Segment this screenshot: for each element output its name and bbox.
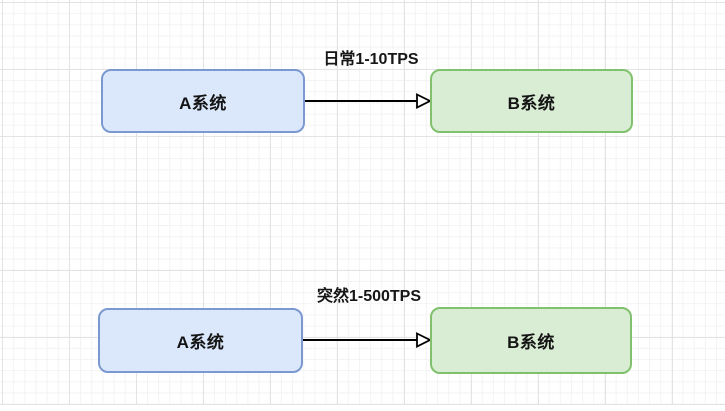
arrowhead-icon (416, 93, 433, 109)
edge-label-daily-traffic: 日常1-10TPS (323, 51, 419, 68)
edge-label-burst-traffic: 突然1-500TPS (316, 288, 422, 305)
canvas-bottom-margin (0, 405, 725, 411)
node-system-b-top[interactable]: B系统 (430, 69, 633, 133)
node-system-a-top[interactable]: A系统 (101, 69, 305, 133)
node-label: B系统 (507, 93, 556, 113)
edge-daily-traffic[interactable] (305, 93, 433, 109)
node-system-a-bottom[interactable]: A系统 (98, 308, 303, 373)
node-label: A系统 (179, 93, 227, 113)
node-label: A系统 (176, 333, 225, 352)
arrowhead-icon (416, 332, 433, 348)
node-label: B系统 (507, 333, 555, 352)
node-system-b-bottom[interactable]: B系统 (430, 307, 632, 374)
edge-burst-traffic[interactable] (303, 332, 433, 348)
